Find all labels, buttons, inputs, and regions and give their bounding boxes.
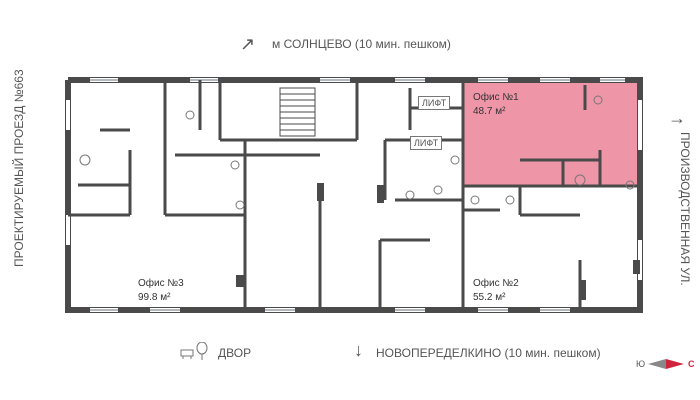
- office-3-name[interactable]: Офис №3: [138, 278, 184, 289]
- yard-label: ДВОР: [218, 346, 252, 360]
- left-street-label: ПРОЕКТИРУЕМЫЙ ПРОЕЗД №663: [12, 69, 26, 267]
- office-3-area: 99.8 м²: [138, 292, 171, 303]
- yard-bench-icon: [180, 349, 194, 359]
- right-direction-arrow-icon: →: [668, 108, 686, 128]
- yard-tree-icon: [196, 342, 208, 360]
- top-direction-label: м СОЛНЦЕВО (10 мин. пешком): [272, 37, 451, 51]
- bottom-direction-label: НОВОПЕРЕДЕЛКИНО (10 мин. пешком): [376, 346, 601, 360]
- compass-north-label: С: [688, 359, 695, 369]
- compass-south-label: Ю: [636, 359, 646, 369]
- office-1-area: 48.7 м²: [473, 106, 506, 117]
- bottom-direction-arrow-icon: ↓: [354, 340, 363, 360]
- compass-arrow-icon: [648, 359, 684, 369]
- right-street-label: ПРОИЗВОДСТВЕННАЯ УЛ.: [678, 132, 692, 286]
- lift-label-2: ЛИФТ: [410, 136, 443, 150]
- office-2-name[interactable]: Офис №2: [473, 278, 519, 289]
- office-1-name[interactable]: Офис №1: [473, 92, 519, 103]
- office-2-area: 55.2 м²: [473, 292, 506, 303]
- lift-label-1: ЛИФТ: [418, 96, 451, 110]
- top-direction-arrow-icon: ↗: [240, 34, 256, 54]
- office-1-highlight: [463, 80, 638, 186]
